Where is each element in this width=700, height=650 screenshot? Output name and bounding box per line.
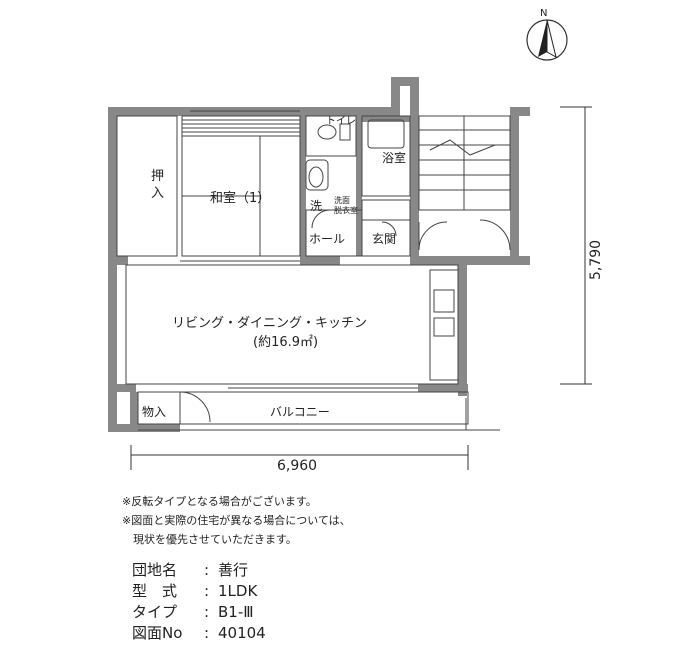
room-label-hall: ホール [309, 232, 345, 246]
note-line: ※図面と実際の住宅が異なる場合については、 [122, 514, 351, 527]
room-label-washitsu: 和室（1） [210, 190, 270, 206]
room-label-bath: 浴室 [382, 150, 406, 165]
room-label-toilet: トイレ [326, 116, 356, 127]
room-label-ldk-area: (約16.9㎡) [253, 335, 318, 350]
info-value: 善行 [218, 561, 249, 579]
note-line: 現状を優先させていただきます。 [122, 533, 297, 546]
dimension-lines [130, 106, 592, 470]
notes: ※反転タイプとなる場合がございます。 ※図面と実際の住宅が異なる場合については、… [122, 492, 351, 549]
info-row: タイプ : B1-Ⅲ [132, 603, 254, 621]
north-compass: N [526, 8, 568, 61]
info-key: タイプ [132, 603, 178, 621]
info-row: 図面No : 40104 [132, 624, 266, 642]
room-label-oshiire-2: 入 [151, 186, 164, 201]
property-info: 団地名 : 善行 型 式 : 1LDK タイプ : B1-Ⅲ 図面No : 40… [132, 560, 266, 644]
room-label-sen-mark: 洗 [310, 199, 322, 213]
info-key: 図面No [132, 624, 183, 642]
info-row: 団地名 : 善行 [132, 561, 249, 579]
compass-label: N [540, 8, 547, 19]
room-label-monoire: 物入 [142, 405, 166, 419]
room-label-ldk: リビング・ダイニング・キッチン [172, 316, 367, 331]
info-value: B1-Ⅲ [218, 603, 254, 621]
dimension-width: 6,960 [277, 458, 317, 474]
info-row: 型 式 : 1LDK [132, 582, 258, 600]
thin-lines [116, 110, 511, 431]
dimension-depth: 5,790 [588, 240, 604, 280]
info-key: 型 式 [132, 582, 178, 600]
room-label-senmen-2: 脱衣室 [334, 205, 358, 215]
note-line: ※反転タイプとなる場合がございます。 [122, 495, 317, 508]
info-value: 40104 [218, 624, 266, 642]
room-label-senmen-1: 洗面 [334, 195, 350, 205]
room-label-balcony: バルコニー [270, 405, 330, 419]
room-label-genkan: 玄関 [372, 231, 396, 246]
room-label-oshiire-1: 押 [151, 169, 164, 184]
info-value: 1LDK [218, 582, 258, 600]
info-key: 団地名 [132, 561, 178, 579]
